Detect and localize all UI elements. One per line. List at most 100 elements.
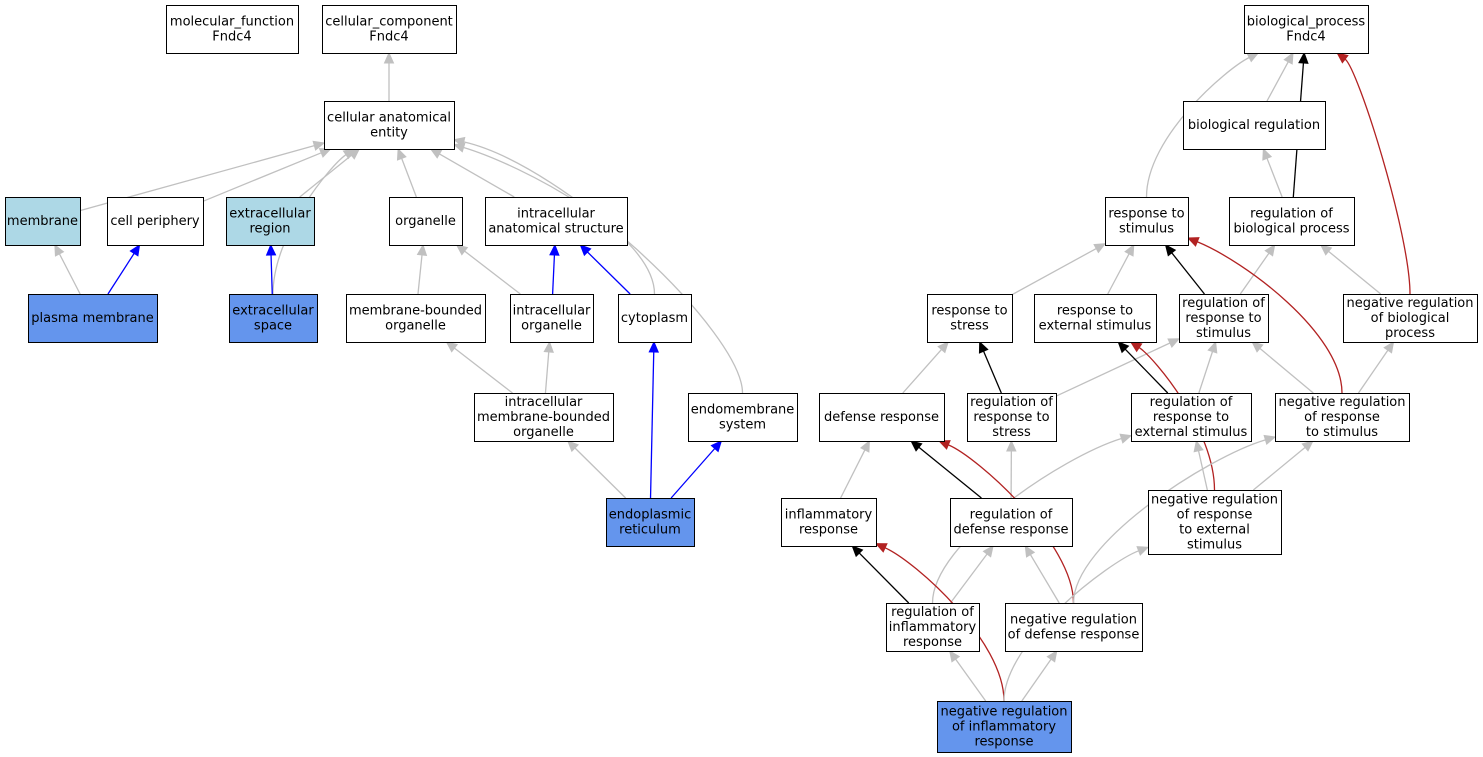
edge-nrir-to-nrdr <box>1021 650 1058 702</box>
node-label: extracellular <box>229 207 311 222</box>
node-box <box>967 393 1057 442</box>
edge-line <box>551 254 556 295</box>
node-label: organelle <box>385 319 446 334</box>
edge-arrowhead <box>1024 544 1036 558</box>
edge-line <box>1197 241 1343 394</box>
node-label: response to <box>1185 311 1261 326</box>
node-label: response <box>903 635 962 650</box>
edge-arrowhead <box>129 243 141 257</box>
edge-line <box>587 251 631 295</box>
edge-line <box>1239 252 1270 295</box>
node-label: negative regulation <box>1346 296 1473 311</box>
edge-nrdr-to-rdr <box>1024 544 1060 604</box>
edge-arrowhead <box>1301 440 1314 452</box>
edge-cae-to-cc <box>383 51 395 101</box>
node-box <box>886 603 980 652</box>
node-box <box>1148 490 1282 555</box>
node-label: response to <box>1057 304 1133 319</box>
edge-rrstress-to-rrs <box>1055 338 1181 397</box>
edge-arrowhead <box>978 340 989 354</box>
edge-arrowhead <box>1006 439 1017 452</box>
edge-arrowhead <box>1251 341 1264 353</box>
edge-line <box>439 153 515 198</box>
edge-rrstress-to-rtstress <box>978 340 1002 394</box>
edge-nrdr-to-nrrs <box>1072 434 1277 604</box>
node-box <box>324 101 455 150</box>
node-label: inflammatory <box>785 508 873 523</box>
node-label: cellular anatomical <box>327 111 451 126</box>
node-box <box>1343 294 1478 343</box>
edge-line <box>463 141 744 394</box>
node-label: response to <box>1153 410 1229 425</box>
node-box <box>485 197 628 246</box>
node-label: negative regulation <box>940 705 1067 720</box>
node-label: regulation of <box>1182 296 1265 311</box>
edge-arrowhead <box>1117 341 1130 354</box>
node-label: of defense response <box>1008 628 1140 643</box>
node-label: endomembrane <box>691 403 795 418</box>
edge-arrowhead <box>859 439 870 453</box>
edge-arrowhead <box>445 341 459 353</box>
node-box <box>1105 197 1189 246</box>
node-label: response <box>974 735 1033 750</box>
node-label: stimulus <box>1119 222 1174 237</box>
edge-arrowhead <box>1262 147 1273 161</box>
nodes-layer: molecular_functionFndc4cellular_componen… <box>5 5 1478 753</box>
edge-line <box>1011 247 1097 296</box>
node-box <box>1275 393 1410 442</box>
node-label: Fndc4 <box>212 30 251 45</box>
node-label: cellular_component <box>325 15 453 30</box>
edge-line <box>1197 450 1208 491</box>
node-box <box>618 294 692 343</box>
node-box <box>819 393 945 442</box>
edge-arrowhead <box>648 340 660 353</box>
node-box <box>28 294 158 343</box>
edge-arrowhead <box>1046 650 1058 663</box>
edge-cellper-to-cae <box>202 148 332 202</box>
edge-cyto-to-ias <box>579 244 631 295</box>
node-label: of response <box>1177 508 1253 523</box>
edge-line <box>1259 347 1314 394</box>
edge-line <box>1357 349 1389 394</box>
edge-line <box>1252 446 1306 491</box>
edge-line <box>902 349 943 394</box>
node-box <box>937 701 1072 753</box>
edge-arrowhead <box>566 440 580 453</box>
node-label: negative regulation <box>1278 395 1405 410</box>
edge-nrbp-to-rbp <box>1319 244 1382 295</box>
node-label: negative regulation <box>1151 493 1278 508</box>
edge-line <box>982 350 1002 394</box>
edge-arrowhead <box>579 244 592 257</box>
node-label: space <box>254 319 292 334</box>
edge-arrowhead <box>1246 52 1260 63</box>
node-box <box>1034 294 1157 343</box>
edge-line <box>1124 348 1169 394</box>
edge-line <box>58 253 81 295</box>
node-label: biological_process <box>1247 15 1366 30</box>
node-box <box>510 294 594 343</box>
node-label: response to <box>931 304 1007 319</box>
edge-arrowhead <box>1383 340 1395 354</box>
edge-arrowhead <box>452 136 466 148</box>
node-label: intracellular <box>505 395 583 410</box>
edge-line <box>574 447 627 499</box>
node-label: regulation of <box>1150 395 1233 410</box>
edge-rdr-to-rrstress <box>1006 439 1017 499</box>
node-label: regulation of <box>970 395 1053 410</box>
edge-arrowhead <box>1319 244 1333 256</box>
